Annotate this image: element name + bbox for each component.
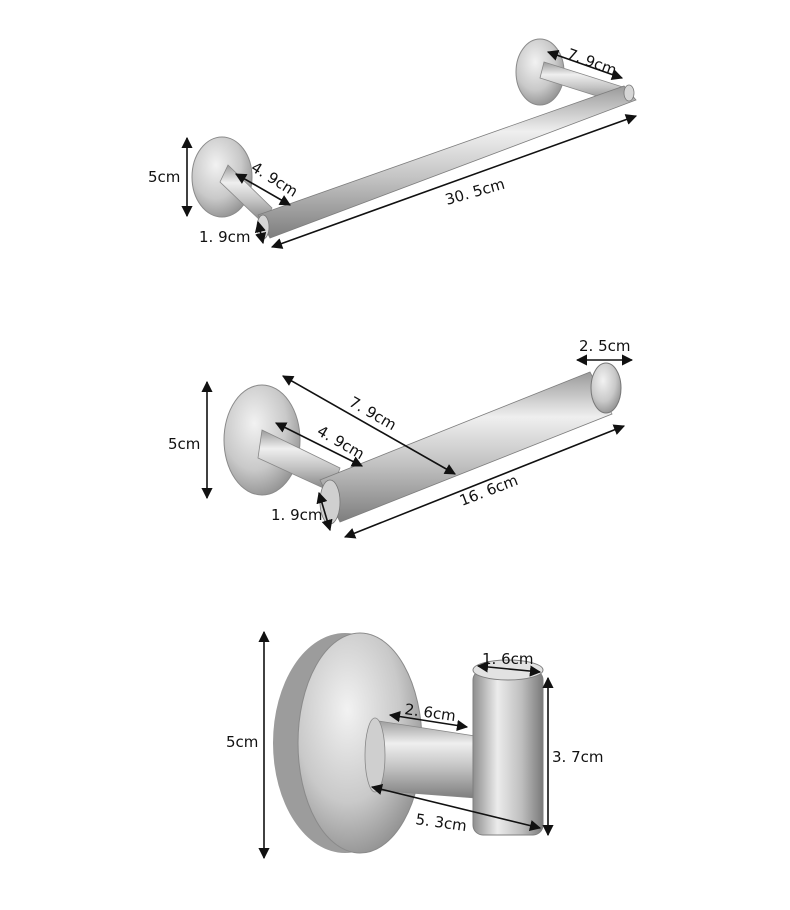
paper-holder-length-label: 16. 6cm [457, 471, 520, 510]
towel-bar-rail-far-cap [623, 84, 635, 102]
paper-holder-height-label: 5cm [168, 435, 200, 453]
paper-holder-length-dimension-line [343, 424, 626, 539]
paper-holder-diameter-label: 1. 9cm [271, 506, 322, 524]
paper-holder-end-cap-label: 2. 5cm [579, 337, 630, 355]
towel-bar-projection-dimension-line [546, 50, 624, 80]
robe-hook-arm-base [364, 717, 386, 793]
robe-hook-arm-dimension-line [388, 711, 469, 731]
robe-hook-projection-label: 5. 3cm [414, 810, 467, 835]
paper-holder: 5cm 2. 5cm 7. 9cm 4. 9cm 16. 6cm 1. 9cm [168, 337, 634, 539]
paper-holder-diameter-dimension-line [316, 491, 333, 532]
robe-hook-diameter-dimension-line [476, 661, 542, 677]
towel-bar-length-dimension-line [270, 114, 638, 249]
robe-hook-diameter-label: 1. 6cm [482, 650, 533, 668]
robe-hook-height-label: 5cm [226, 733, 258, 751]
paper-holder-arm-label: 4. 9cm [314, 422, 368, 463]
robe-hook-post-label: 3. 7cm [552, 748, 603, 766]
towel-bar-rail [257, 85, 637, 239]
paper-holder-end-cap [590, 362, 622, 414]
robe-hook-post [472, 669, 544, 836]
robe-hook-arm [371, 719, 476, 799]
robe-hook-projection-dimension-line [370, 783, 542, 832]
towel-bar: 5cm 7. 9cm 4. 9cm 30. 5cm 1. 9cm [148, 38, 638, 249]
towel-bar-height-label: 5cm [148, 168, 180, 186]
towel-bar-length-label: 30. 5cm [443, 175, 507, 209]
robe-hook: 5cm 1. 6cm 2. 6cm 3. 7cm 5. 3cm [226, 630, 603, 860]
towel-bar-diameter-dimension-line [254, 220, 267, 245]
paper-holder-rail-end [319, 479, 341, 525]
towel-bar-diameter-label: 1. 9cm [199, 228, 250, 246]
